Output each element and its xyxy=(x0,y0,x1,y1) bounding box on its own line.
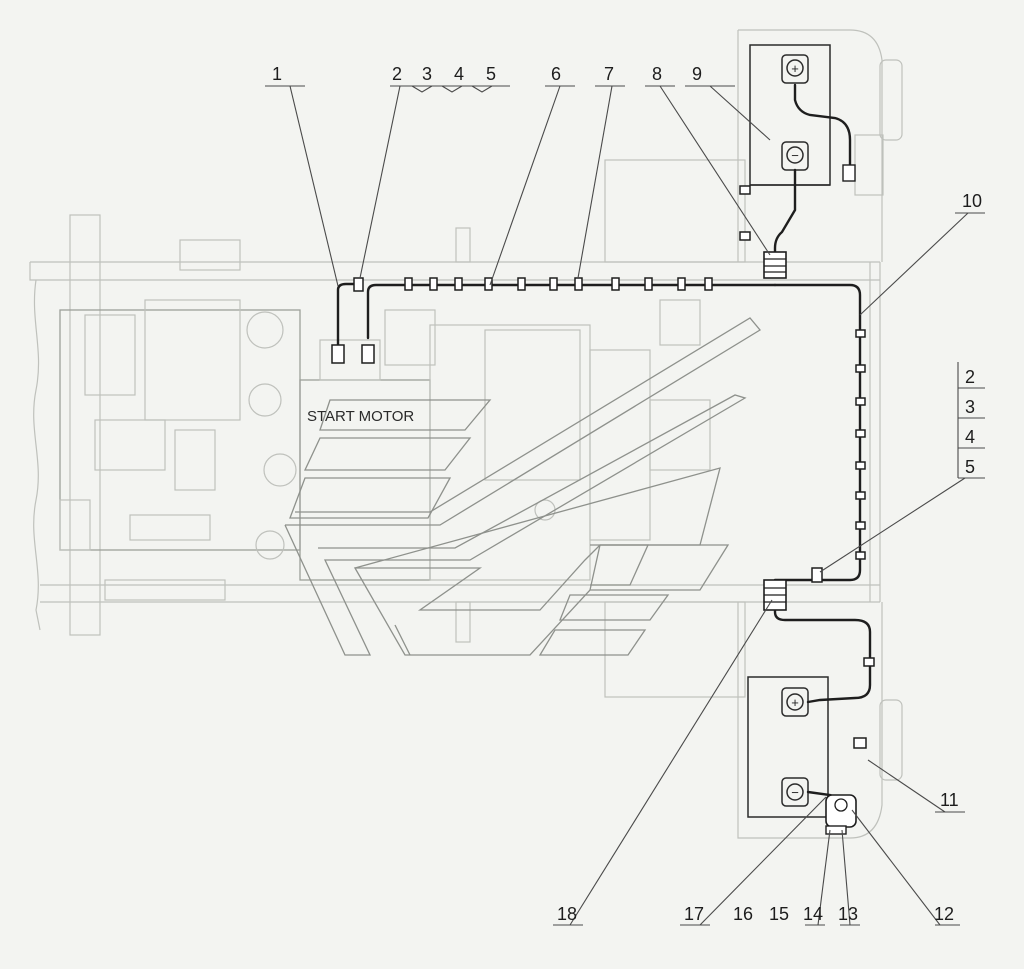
battery-top: + − xyxy=(749,44,831,186)
callout-2: 2 xyxy=(392,64,402,84)
start-motor-label: START MOTOR xyxy=(307,408,414,425)
callout-11: 11 xyxy=(940,790,959,810)
callout-6: 6 xyxy=(551,64,561,84)
callout-stack-4: 4 xyxy=(965,427,975,447)
callout-8: 8 xyxy=(652,64,662,84)
starter-terminal-1 xyxy=(331,344,345,364)
cable-harness xyxy=(331,83,875,835)
plus-terminal-icon: + xyxy=(791,61,799,76)
stripe-graphic xyxy=(284,317,761,656)
callout-stack-2: 2 xyxy=(965,367,975,387)
connector-clips xyxy=(353,185,875,749)
grommet-top xyxy=(763,251,787,279)
callout-17: 17 xyxy=(684,904,704,924)
plus-terminal-icon-2: + xyxy=(791,695,799,710)
callout-15: 15 xyxy=(769,904,789,924)
leader-lines xyxy=(265,85,985,926)
starter-terminal-2 xyxy=(361,344,375,364)
callout-10: 10 xyxy=(962,191,982,211)
callout-1: 1 xyxy=(272,64,282,84)
callout-16: 16 xyxy=(733,904,753,924)
chassis-outline xyxy=(29,29,903,839)
minus-terminal-icon: − xyxy=(791,148,799,163)
relay-connector xyxy=(842,164,856,182)
callout-7: 7 xyxy=(604,64,614,84)
battery-bottom: + − xyxy=(747,676,829,818)
callout-13: 13 xyxy=(838,904,858,924)
callout-stack-5: 5 xyxy=(965,457,975,477)
battery-switch xyxy=(825,794,857,835)
grommet-bottom xyxy=(763,579,787,611)
junction-connector xyxy=(811,567,823,583)
callout-stack-3: 3 xyxy=(965,397,975,417)
callout-12: 12 xyxy=(934,904,954,924)
callout-4: 4 xyxy=(454,64,464,84)
callout-18: 18 xyxy=(557,904,577,924)
callout-9: 9 xyxy=(692,64,702,84)
callout-14: 14 xyxy=(803,904,823,924)
callout-3: 3 xyxy=(422,64,432,84)
callout-5: 5 xyxy=(486,64,496,84)
minus-terminal-icon-2: − xyxy=(791,785,799,800)
